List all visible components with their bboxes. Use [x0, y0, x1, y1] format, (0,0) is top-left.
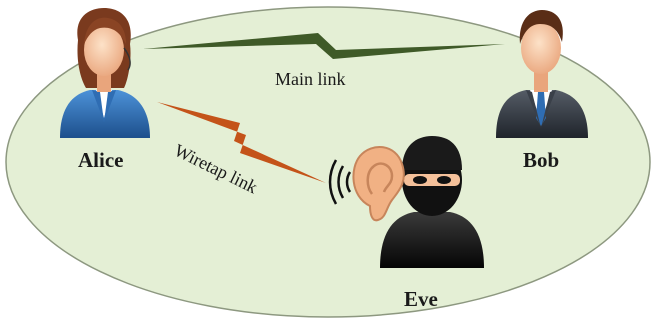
bob-avatar-icon [496, 10, 588, 138]
eve-eavesdropper-icon [380, 136, 484, 268]
network-ellipse [5, 6, 651, 318]
ear-icon [352, 146, 405, 222]
main-link-lightning-icon [143, 33, 505, 59]
alice-label: Alice [78, 148, 124, 172]
wiretap-link-lightning-icon [157, 102, 326, 183]
sound-waves-icon [328, 159, 352, 205]
alice-avatar-icon [60, 8, 150, 138]
main-link-label: Main link [275, 69, 346, 89]
bob-label: Bob [523, 148, 560, 172]
eve-label: Eve [404, 287, 438, 311]
